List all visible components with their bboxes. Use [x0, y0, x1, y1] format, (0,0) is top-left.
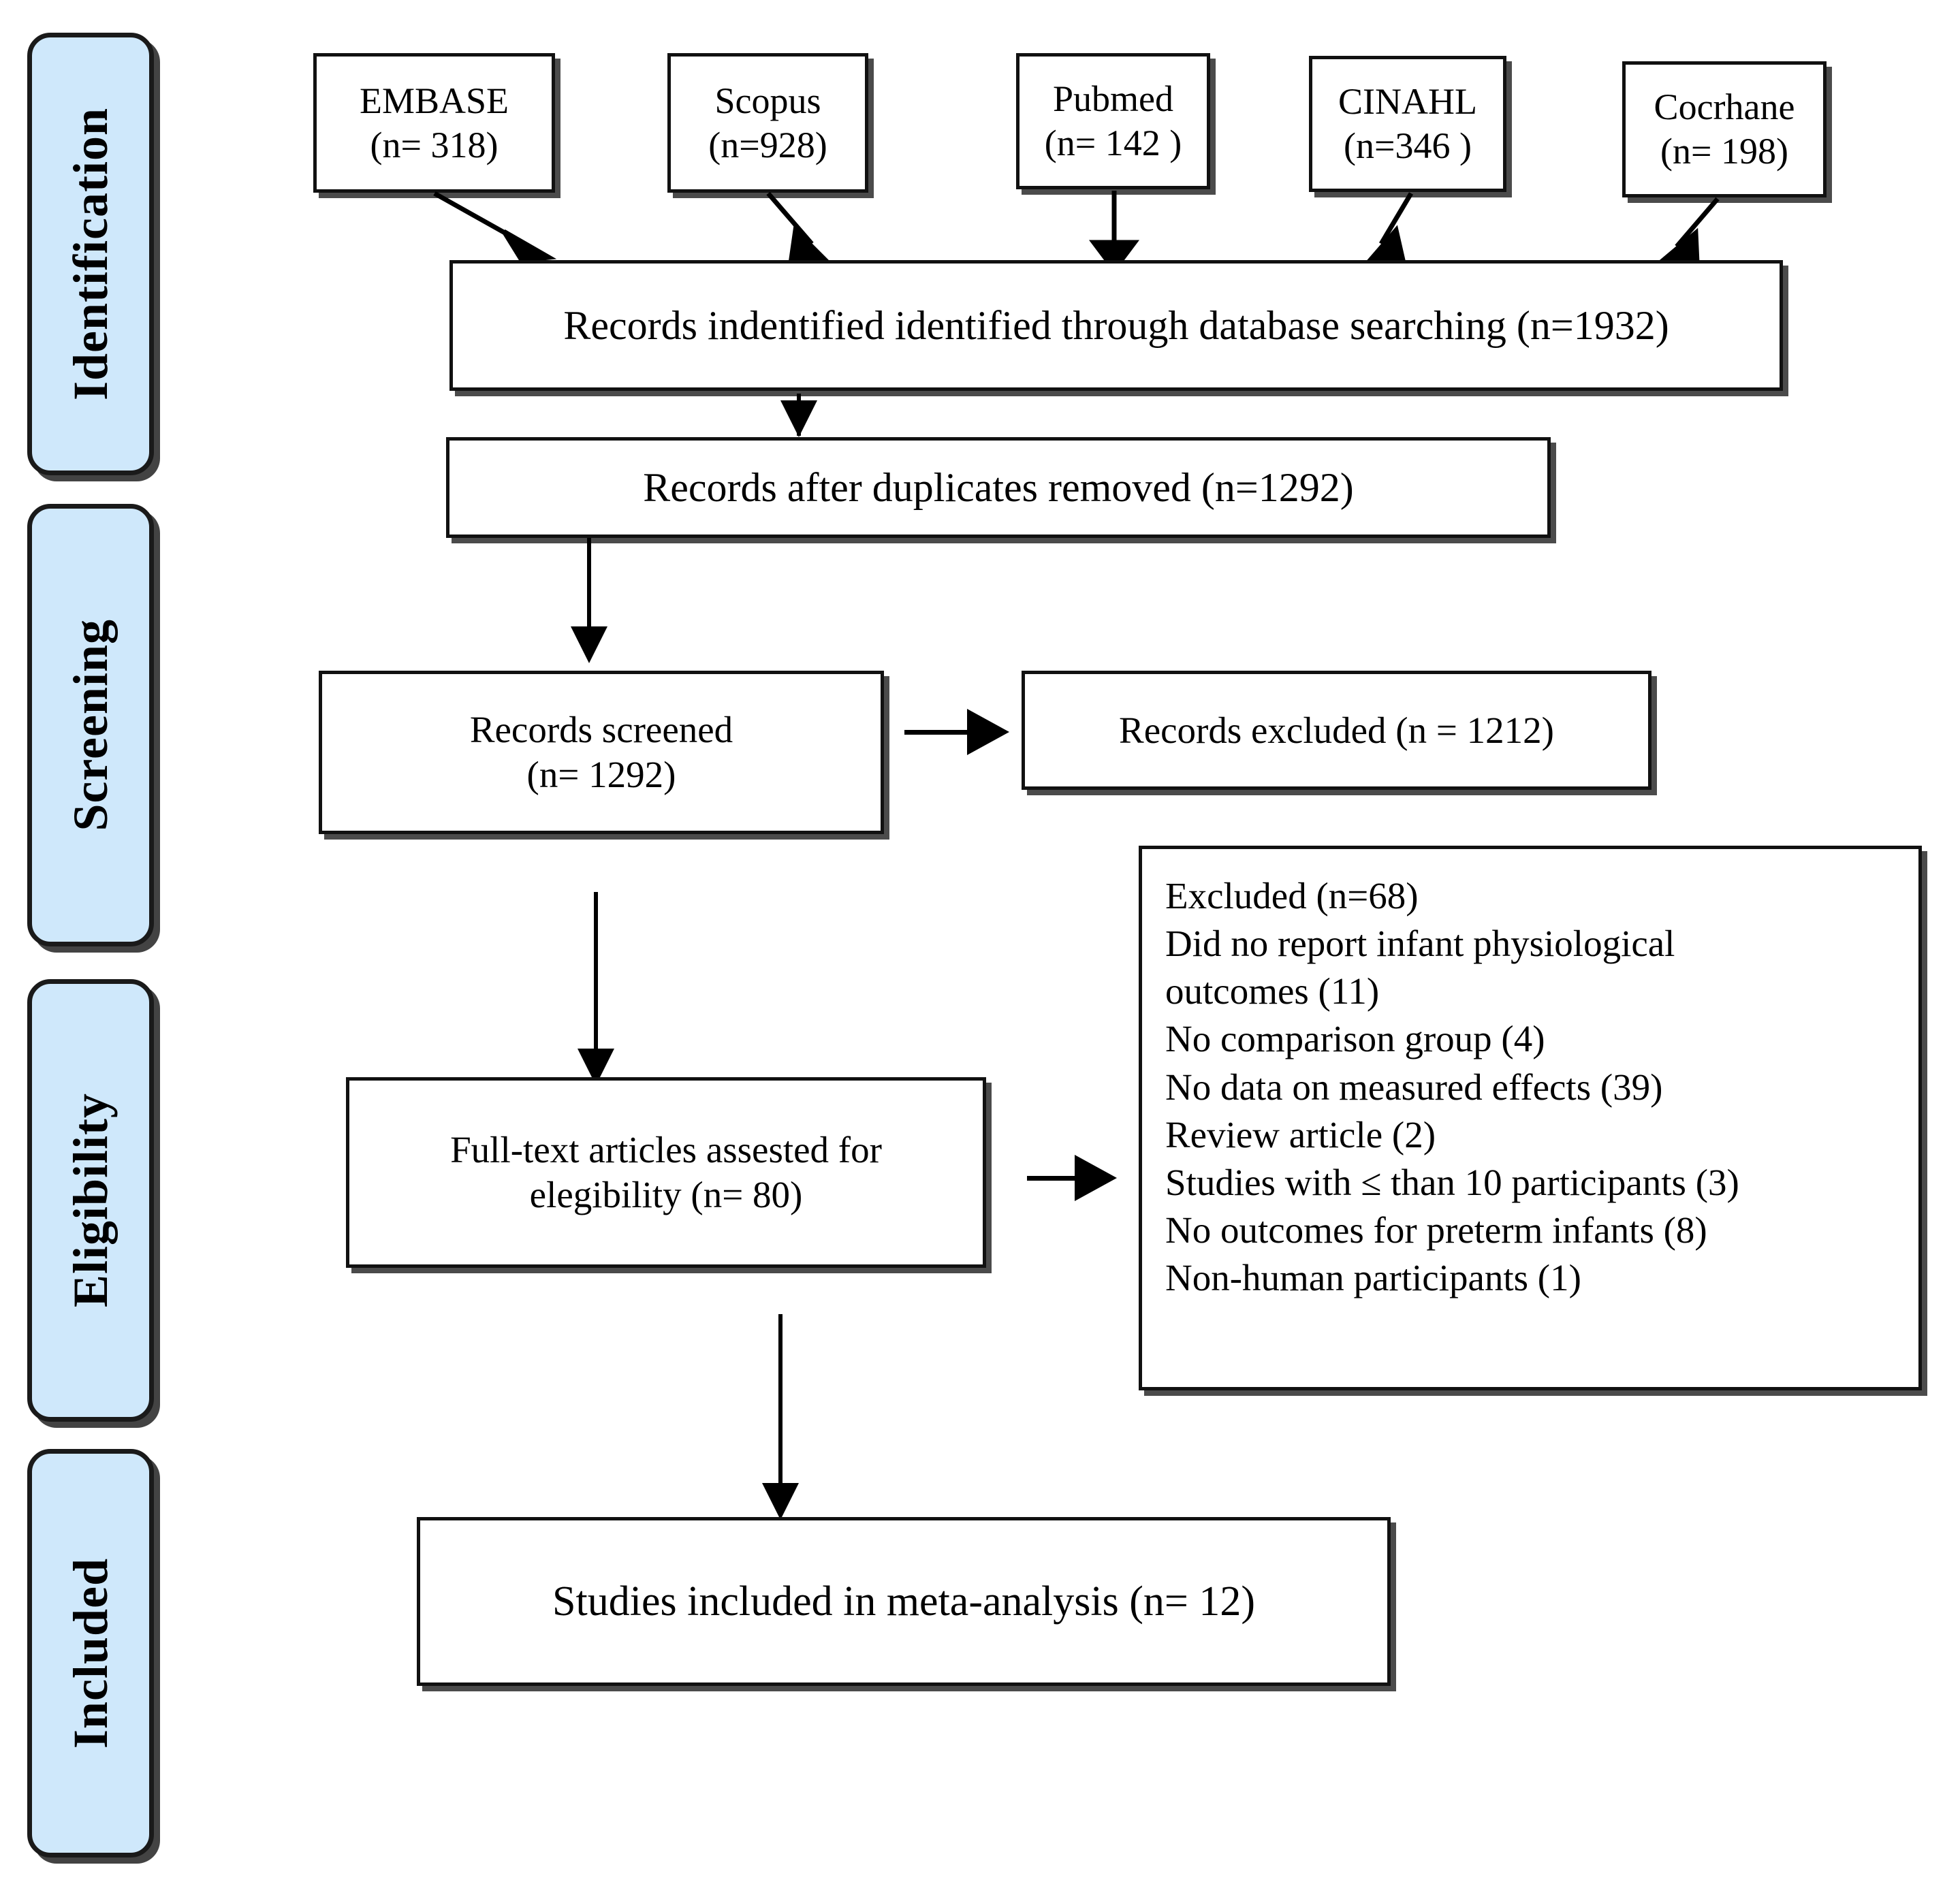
source-box-cinahl: CINAHL (n=346 ) — [1309, 56, 1506, 192]
records-screened-line1: Records screened — [469, 709, 733, 750]
box-studies-included: Studies included in meta-analysis (n= 12… — [417, 1517, 1391, 1686]
exclusion-heading: Excluded (n=68) — [1165, 875, 1419, 916]
arrow-screened-to-excluded — [967, 709, 1009, 755]
exclusion-reason-5: Studies with ≤ than 10 participants (3) — [1165, 1161, 1739, 1203]
source-count-pubmed: (n= 142 ) — [1044, 123, 1182, 163]
exclusion-reason-3: No data on measured effects (39) — [1165, 1066, 1663, 1108]
box-exclusion-reasons: Excluded (n=68) Did no report infant phy… — [1139, 846, 1922, 1390]
arrow-identified-to-duplicates — [780, 400, 817, 437]
arrow-fulltext-to-reasons — [1075, 1155, 1117, 1201]
exclusion-reason-1: outcomes (11) — [1165, 970, 1380, 1012]
records-after-duplicates-text: Records after duplicates removed (n=1292… — [643, 465, 1354, 510]
source-name-pubmed: Pubmed — [1052, 78, 1173, 120]
source-name-cinahl: CINAHL — [1338, 81, 1477, 123]
connector-screened-to-excluded — [904, 730, 979, 735]
source-count-cochrane: (n= 198) — [1660, 131, 1788, 172]
source-count-scopus: (n=928) — [708, 124, 827, 165]
connector-duplicates-to-screened — [587, 538, 591, 639]
box-records-screened: Records screened (n= 1292) — [319, 671, 884, 834]
source-name-scopus: Scopus — [714, 80, 821, 121]
connector-screened-to-fulltext — [594, 892, 598, 1079]
box-records-identified: Records indentified identified through d… — [449, 260, 1783, 391]
exclusion-reason-4: Review article (2) — [1165, 1113, 1436, 1155]
stage-screening: Screening — [27, 504, 154, 946]
source-box-cochrane: Cocrhane (n= 198) — [1622, 61, 1827, 197]
connector-fulltext-to-reasons — [1027, 1176, 1080, 1181]
connector-fulltext-to-included — [778, 1314, 783, 1512]
arrow-fulltext-to-included — [762, 1483, 799, 1520]
stage-label-eligibility: Eligibility — [63, 1093, 118, 1308]
source-name-embase: EMBASE — [359, 80, 509, 121]
records-screened-line2: (n= 1292) — [526, 754, 676, 795]
stage-eligibility: Eligibility — [27, 979, 154, 1422]
fulltext-line1: Full-text articles assested for — [450, 1129, 882, 1170]
exclusion-reason-7: Non-human participants (1) — [1165, 1257, 1581, 1298]
records-identified-text: Records indentified identified through d… — [563, 303, 1669, 348]
stage-identification: Identification — [27, 33, 154, 475]
fulltext-line2: elegibility (n= 80) — [529, 1174, 803, 1215]
stage-label-screening: Screening — [63, 619, 118, 831]
source-box-embase: EMBASE (n= 318) — [313, 53, 555, 193]
source-box-scopus: Scopus (n=928) — [667, 53, 868, 193]
source-connectors — [433, 191, 1720, 274]
source-count-embase: (n= 318) — [370, 124, 499, 165]
records-excluded-text: Records excluded (n = 1212) — [1119, 709, 1554, 751]
arrow-duplicates-to-screened — [571, 626, 607, 663]
exclusion-reason-6: No outcomes for preterm infants (8) — [1165, 1209, 1707, 1251]
box-records-excluded: Records excluded (n = 1212) — [1022, 671, 1651, 790]
box-fulltext-articles: Full-text articles assested for elegibil… — [346, 1077, 986, 1268]
exclusion-reason-0: Did no report infant physiological — [1165, 923, 1675, 965]
stage-included: Included — [27, 1449, 154, 1857]
stage-label-included: Included — [63, 1557, 118, 1749]
source-count-cinahl: (n=346 ) — [1344, 125, 1472, 166]
exclusion-reason-2: No comparison group (4) — [1165, 1018, 1545, 1060]
studies-included-text: Studies included in meta-analysis (n= 12… — [552, 1578, 1255, 1625]
source-name-cochrane: Cocrhane — [1654, 86, 1795, 128]
box-records-after-duplicates: Records after duplicates removed (n=1292… — [446, 437, 1551, 538]
source-box-pubmed: Pubmed (n= 142 ) — [1016, 53, 1210, 189]
